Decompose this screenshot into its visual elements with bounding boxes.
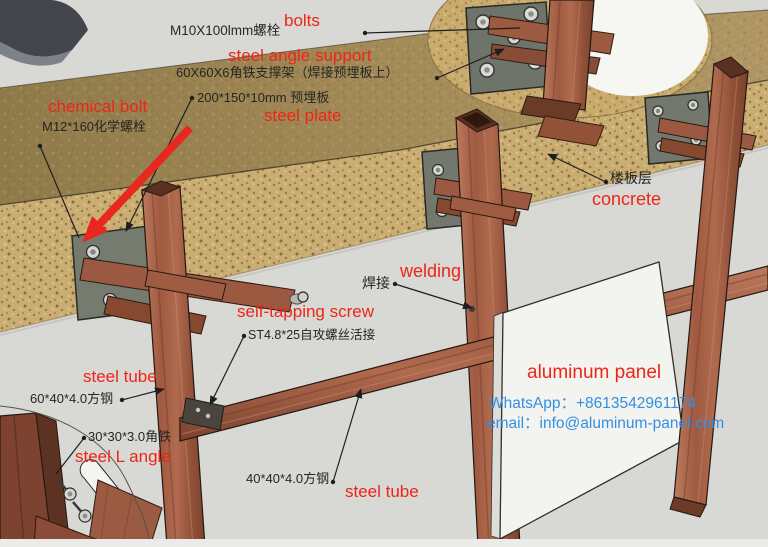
- leader-self-tapping: [209, 335, 245, 406]
- top-left-object: [0, 0, 88, 66]
- middle-angle-front: [449, 195, 517, 222]
- leader-steel-tube-left: [121, 387, 165, 401]
- leader-floor-slab: [547, 153, 607, 183]
- leader-angle-support: [436, 48, 505, 79]
- leader-dots: [37, 30, 609, 485]
- red-arrow-chemical-bolt: [82, 125, 193, 243]
- detail-screws: [57, 479, 92, 523]
- detail-steel-tube: [542, 0, 595, 111]
- detail-circle-l-angle: [0, 405, 163, 547]
- leader-steel-tube-bottom: [332, 388, 363, 483]
- leader-lines: [39, 27, 607, 483]
- detail-tube-dark: [0, 412, 53, 547]
- leader-chemical-bolt: [39, 145, 80, 239]
- leader-bolts: [364, 27, 521, 34]
- detail-circle-arc: [0, 405, 151, 547]
- left-steel-tube: [140, 180, 227, 547]
- leader-l-angle: [55, 437, 85, 475]
- detail-circle-bolts: [427, 0, 713, 147]
- right-steel-tube: [669, 56, 749, 518]
- left-angle-front: [144, 269, 227, 301]
- bottom-strip: [0, 539, 768, 547]
- leader-welding: [394, 283, 473, 310]
